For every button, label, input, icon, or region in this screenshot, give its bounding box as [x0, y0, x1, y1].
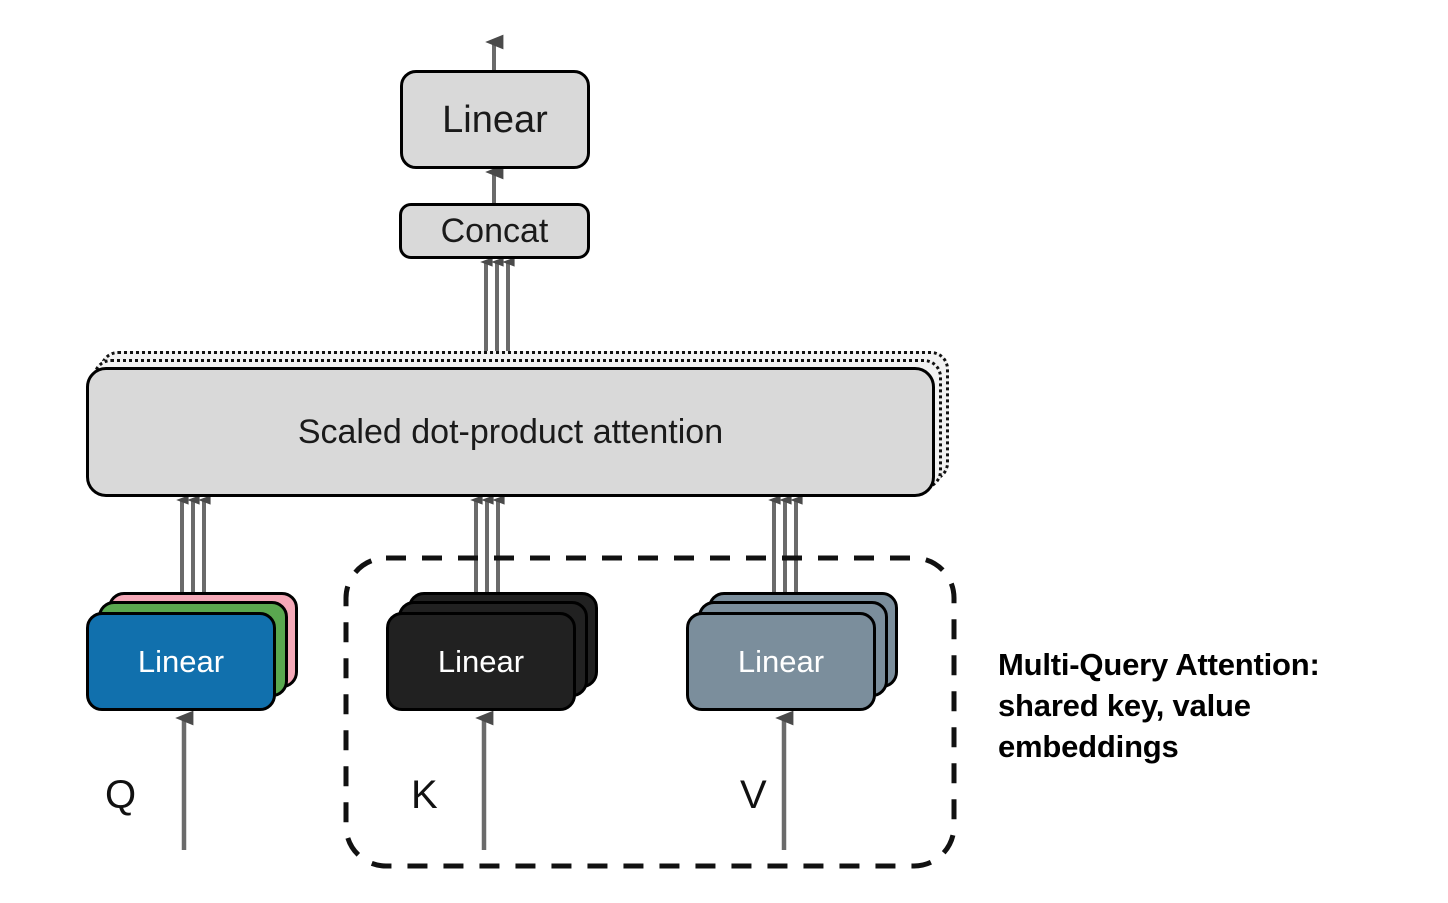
arrows-attention-to-concat	[480, 257, 515, 368]
concat-label: Concat	[440, 212, 549, 250]
input-label-v: V	[740, 773, 767, 817]
output-linear-label: Linear	[442, 98, 548, 141]
shared-kv-group-outline	[343, 555, 957, 869]
q-linear-box[interactable]: Linear	[86, 612, 276, 711]
input-label-q: Q	[105, 773, 137, 817]
output-linear-box[interactable]: Linear	[400, 70, 590, 169]
caption-line-1: Multi-Query Attention:	[998, 647, 1320, 682]
k-linear-label: Linear	[437, 644, 525, 679]
caption-block: Multi-Query Attention: shared key, value…	[998, 645, 1418, 768]
caption-line-3: embeddings	[998, 728, 1179, 764]
input-label-k: K	[411, 773, 438, 817]
v-linear-box[interactable]: Linear	[686, 612, 876, 711]
attention-box[interactable]: Scaled dot-product attention	[86, 367, 935, 497]
attention-label: Scaled dot-product attention	[297, 413, 724, 451]
caption-line-2: shared key, value	[998, 687, 1251, 723]
v-linear-label: Linear	[737, 644, 825, 679]
q-linear-label: Linear	[137, 644, 225, 679]
concat-box[interactable]: Concat	[399, 203, 590, 259]
k-linear-box[interactable]: Linear	[386, 612, 576, 711]
